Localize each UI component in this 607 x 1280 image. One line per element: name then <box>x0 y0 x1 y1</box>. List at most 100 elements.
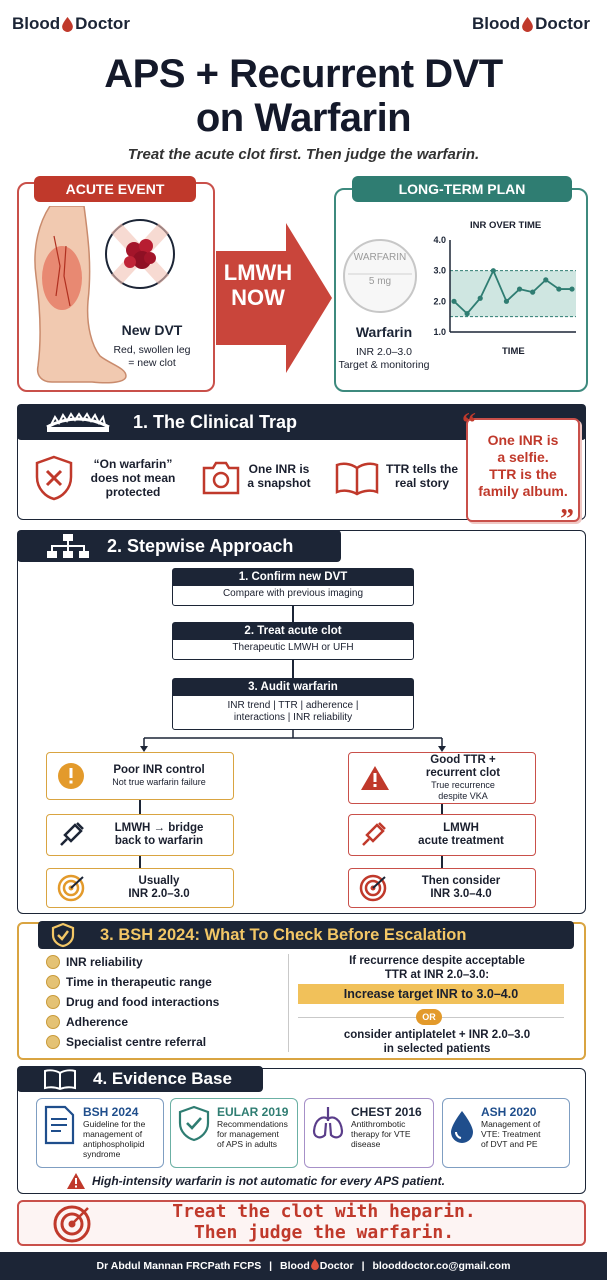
chart-y-tick: 2.0 <box>433 296 446 306</box>
bsh-condition-line-1: If recurrence despite acceptable <box>349 955 525 967</box>
evidence-card-line: antiphospholipid <box>83 1139 145 1149</box>
evidence-card-eular: EULAR 2019 Recommendations for managemen… <box>170 1098 298 1168</box>
chart-target-band <box>450 270 576 317</box>
stepwise-title: 2. Stepwise Approach <box>107 535 294 556</box>
clinical-trap-title: 1. The Clinical Trap <box>133 411 298 432</box>
usual-target-text: Usually INR 2.0–3.0 <box>85 875 233 901</box>
lungs-icon <box>312 1107 344 1139</box>
brand-word-blood: Blood <box>12 14 61 33</box>
lmwh-acute-box: LMWH acute treatment <box>348 814 536 856</box>
chart-inr-point <box>477 295 483 301</box>
usual-target-box: Usually INR 2.0–3.0 <box>46 868 234 908</box>
poor-inr-text: Poor INR control Not true warfarin failu… <box>85 764 233 788</box>
page-subtitle: Treat the acute clot first. Then judge t… <box>127 146 480 163</box>
step-1-body: Compare with previous imaging <box>222 588 364 599</box>
evidence-card-text: ASH 2020 Management of VTE: Treatment of… <box>481 1105 541 1149</box>
evidence-bar: 4. Evidence Base <box>17 1066 263 1092</box>
close-quote-icon: ” <box>560 504 574 535</box>
closing-line-2: Then judge the warfarin. <box>193 1222 455 1243</box>
chart-y-tick: 4.0 <box>433 235 446 245</box>
evidence-card-line: Antithrombotic <box>351 1119 406 1129</box>
evidence-card-line: VTE: Treatment <box>481 1129 541 1139</box>
syringe-icon <box>362 822 386 846</box>
evidence-card-ash: ASH 2020 Management of VTE: Treatment of… <box>442 1098 570 1168</box>
step-1-heading: 1. Confirm new DVT <box>173 569 413 586</box>
poor-inr-subtitle: Not true warfarin failure <box>112 777 206 787</box>
selfie-quote-text: One INR is a selfie. TTR is the family a… <box>470 432 576 500</box>
open-quote-icon: “ <box>462 408 476 439</box>
or-badge: OR <box>416 1009 442 1025</box>
lmwh-acute-line-1: LMWH <box>443 822 479 834</box>
step-2-body: Therapeutic LMWH or UFH <box>232 642 354 653</box>
evidence-card-title: EULAR 2019 <box>217 1105 289 1119</box>
footer-author: Dr Abdul Mannan FRCPath FCPS <box>96 1260 262 1272</box>
trap-item-1-line-3: protected <box>105 485 161 499</box>
warfarin-caption-text: INR 2.0–3.0 Target & monitoring <box>336 346 432 372</box>
check-item-text: Drug and food interactions <box>66 995 220 1009</box>
camera-icon <box>202 461 240 495</box>
book-icon <box>44 1069 76 1090</box>
good-ttr-line-2: recurrent clot <box>425 767 501 779</box>
evidence-card-chest: CHEST 2016 Antithrombotic therapy for VT… <box>304 1098 434 1168</box>
shield-check-icon <box>51 922 75 948</box>
open-book-icon <box>335 462 379 496</box>
target-icon <box>359 874 387 902</box>
check-item-adherence: Adherence <box>46 1012 219 1032</box>
acute-caption-title: New DVT <box>121 322 183 338</box>
step-treat-clot: 2. Treat acute clot Therapeutic LMWH or … <box>172 622 414 660</box>
bsh-title: 3. BSH 2024: What To Check Before Escala… <box>100 925 467 944</box>
connector <box>139 856 141 868</box>
lmwh-bridge-line-2: back to warfarin <box>114 835 204 847</box>
blood-drop-icon <box>310 1259 319 1270</box>
quote-line-1: One INR is <box>487 432 559 448</box>
quote-line-2: a selfie. <box>497 449 549 465</box>
arrow-line-2: NOW <box>231 285 285 310</box>
trap-item-snapshot: One INR is a snapshot <box>244 462 314 490</box>
document-pen-icon <box>44 1105 75 1145</box>
blood-drop-icon <box>62 16 74 32</box>
warning-triangle-icon <box>361 766 389 790</box>
evidence-warning: High-intensity warfarin is not automatic… <box>66 1172 445 1190</box>
good-ttr-box: Good TTR + recurrent clot True recurrenc… <box>348 752 536 804</box>
check-item-referral: Specialist centre referral <box>46 1032 219 1052</box>
swollen-leg-icon <box>34 206 127 384</box>
lmwh-bridge-box: LMWH → bridge back to warfarin <box>46 814 234 856</box>
lmwh-acute-text: LMWH acute treatment <box>387 822 535 848</box>
evidence-card-line: Recommendations <box>217 1119 288 1129</box>
arrow-line-1: LMWH <box>223 260 293 285</box>
footer-email[interactable]: blooddoctor.co@gmail.com <box>372 1260 511 1272</box>
bsh-divider <box>288 954 289 1052</box>
evidence-card-title: ASH 2020 <box>481 1105 537 1119</box>
chart-inr-point <box>490 268 496 274</box>
chart-title: INR OVER TIME <box>470 220 542 231</box>
evidence-card-bsh: BSH 2024 Guideline for the management of… <box>36 1098 164 1168</box>
good-ttr-text: Good TTR + recurrent clot True recurrenc… <box>391 754 535 802</box>
high-target-line-2: INR 3.0–4.0 <box>430 888 492 900</box>
lmwh-now-label: LMWH NOW <box>222 260 294 310</box>
warfarin-note: Target & monitoring <box>338 359 430 371</box>
lmwh-bridge-line-1: LMWH → bridge <box>114 822 204 834</box>
chart-inr-point <box>543 277 549 283</box>
bsh-alternative: consider antiplatelet + INR 2.0–3.0 in s… <box>296 1028 578 1056</box>
warning-circle-icon <box>58 763 84 789</box>
trap-item-2-line-1: One INR is <box>248 462 310 476</box>
inr-chart: 4.03.02.01.0 <box>433 235 576 337</box>
brand-logo-left: Blood Doctor <box>12 14 130 34</box>
chart-inr-point <box>516 286 523 292</box>
warfarin-pill-icon <box>343 239 417 313</box>
trap-item-ttr: TTR tells the real story <box>382 462 462 490</box>
evidence-card-text: CHEST 2016 Antithrombotic therapy for VT… <box>351 1105 422 1149</box>
check-dot-icon <box>46 955 60 969</box>
bsh-alternative-line-1: consider antiplatelet + INR 2.0–3.0 <box>343 1029 531 1041</box>
brand-word-doctor: Doctor <box>75 14 130 33</box>
poor-inr-title: Poor INR control <box>113 764 205 776</box>
lmwh-now-arrow-icon <box>216 223 332 373</box>
high-target-line-1: Then consider <box>421 875 501 887</box>
chart-inr-point <box>556 286 562 292</box>
blood-drop-icon <box>522 16 534 32</box>
step-2-heading: 2. Treat acute clot <box>173 623 413 640</box>
evidence-title: 4. Evidence Base <box>93 1069 232 1088</box>
lmwh-acute-line-2: acute treatment <box>418 835 504 847</box>
chart-inr-point <box>464 311 470 317</box>
chart-inr-line <box>453 268 572 315</box>
